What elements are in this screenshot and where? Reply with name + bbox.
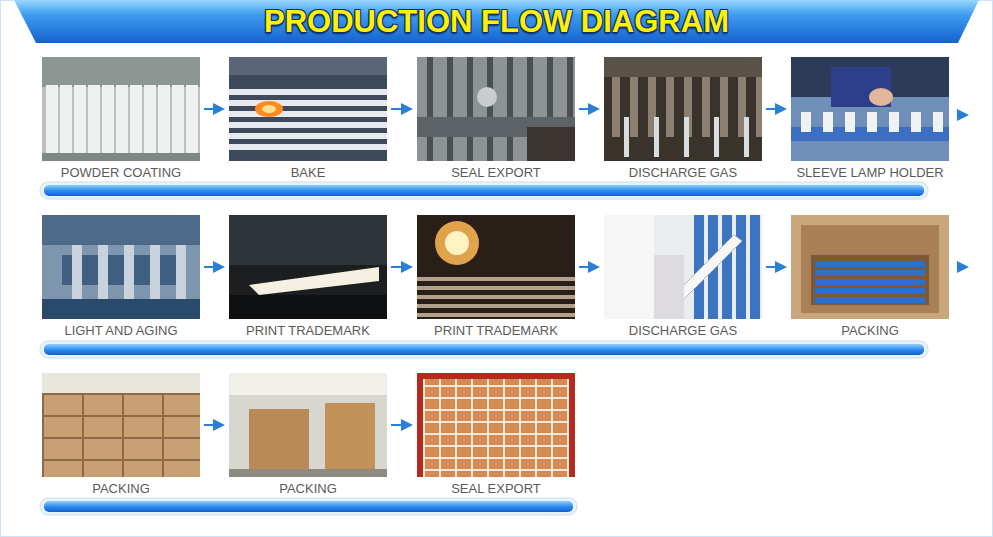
process-step: SEAL EXPORT — [417, 57, 575, 181]
row-end-arrow — [957, 109, 969, 121]
step-caption: PACKING — [791, 323, 949, 339]
process-step: SLEEVE LAMP HOLDER — [791, 57, 949, 181]
step-photo — [42, 57, 200, 161]
progress-bar — [44, 185, 924, 196]
title-text: PRODUCTION FLOW DIAGRAM — [0, 2, 993, 42]
step-photo — [229, 57, 387, 161]
flow-arrow — [579, 103, 600, 115]
step-photo — [229, 215, 387, 319]
flow-arrow — [766, 261, 787, 273]
row-end-arrow — [957, 261, 969, 273]
step-caption: POWDER COATING — [42, 165, 200, 181]
progress-bar — [44, 344, 924, 355]
step-photo — [604, 215, 762, 319]
step-caption: PACKING — [42, 481, 200, 497]
step-photo — [791, 215, 949, 319]
arrow-head — [401, 419, 413, 431]
process-step: SEAL EXPORT — [417, 373, 575, 497]
flow-arrow — [391, 261, 413, 273]
step-caption: LIGHT AND AGING — [42, 323, 200, 339]
step-photo — [791, 57, 949, 161]
flow-arrow — [204, 419, 225, 431]
process-step: PACKING — [42, 373, 200, 497]
step-caption: PACKING — [229, 481, 387, 497]
flow-arrow — [204, 261, 225, 273]
arrow-head — [213, 261, 225, 273]
arrow-head — [401, 103, 413, 115]
arrow-head — [213, 103, 225, 115]
bar-frame — [40, 341, 928, 358]
process-step: POWDER COATING — [42, 57, 200, 181]
flow-arrow — [391, 419, 413, 431]
step-photo — [42, 373, 200, 477]
flow-arrow — [391, 103, 413, 115]
arrow-head — [401, 261, 413, 273]
step-photo — [229, 373, 387, 477]
arrow-head — [213, 419, 225, 431]
arrow-head — [588, 261, 600, 273]
step-caption: SLEEVE LAMP HOLDER — [791, 165, 949, 181]
arrow-head — [588, 103, 600, 115]
process-step: PACKING — [791, 215, 949, 339]
step-photo — [417, 373, 575, 477]
step-photo — [417, 57, 575, 161]
step-caption: BAKE — [229, 165, 387, 181]
process-step: DISCHARGE GAS — [604, 215, 762, 339]
step-caption: PRINT TRADEMARK — [229, 323, 387, 339]
arrow-head — [775, 261, 787, 273]
step-caption: DISCHARGE GAS — [604, 165, 762, 181]
process-step: BAKE — [229, 57, 387, 181]
step-caption: PRINT TRADEMARK — [417, 323, 575, 339]
step-photo — [42, 215, 200, 319]
bar-frame — [40, 182, 928, 199]
process-step: PACKING — [229, 373, 387, 497]
step-caption: DISCHARGE GAS — [604, 323, 762, 339]
arrow-head — [775, 103, 787, 115]
process-step: DISCHARGE GAS — [604, 57, 762, 181]
flow-arrow — [766, 103, 787, 115]
step-photo — [417, 215, 575, 319]
flow-arrow — [204, 103, 225, 115]
process-step: PRINT TRADEMARK — [417, 215, 575, 339]
bar-frame — [40, 498, 577, 515]
step-photo — [604, 57, 762, 161]
flow-arrow — [579, 261, 600, 273]
process-step: LIGHT AND AGING — [42, 215, 200, 339]
step-caption: SEAL EXPORT — [417, 481, 575, 497]
process-step: PRINT TRADEMARK — [229, 215, 387, 339]
step-caption: SEAL EXPORT — [417, 165, 575, 181]
progress-bar — [44, 501, 573, 512]
